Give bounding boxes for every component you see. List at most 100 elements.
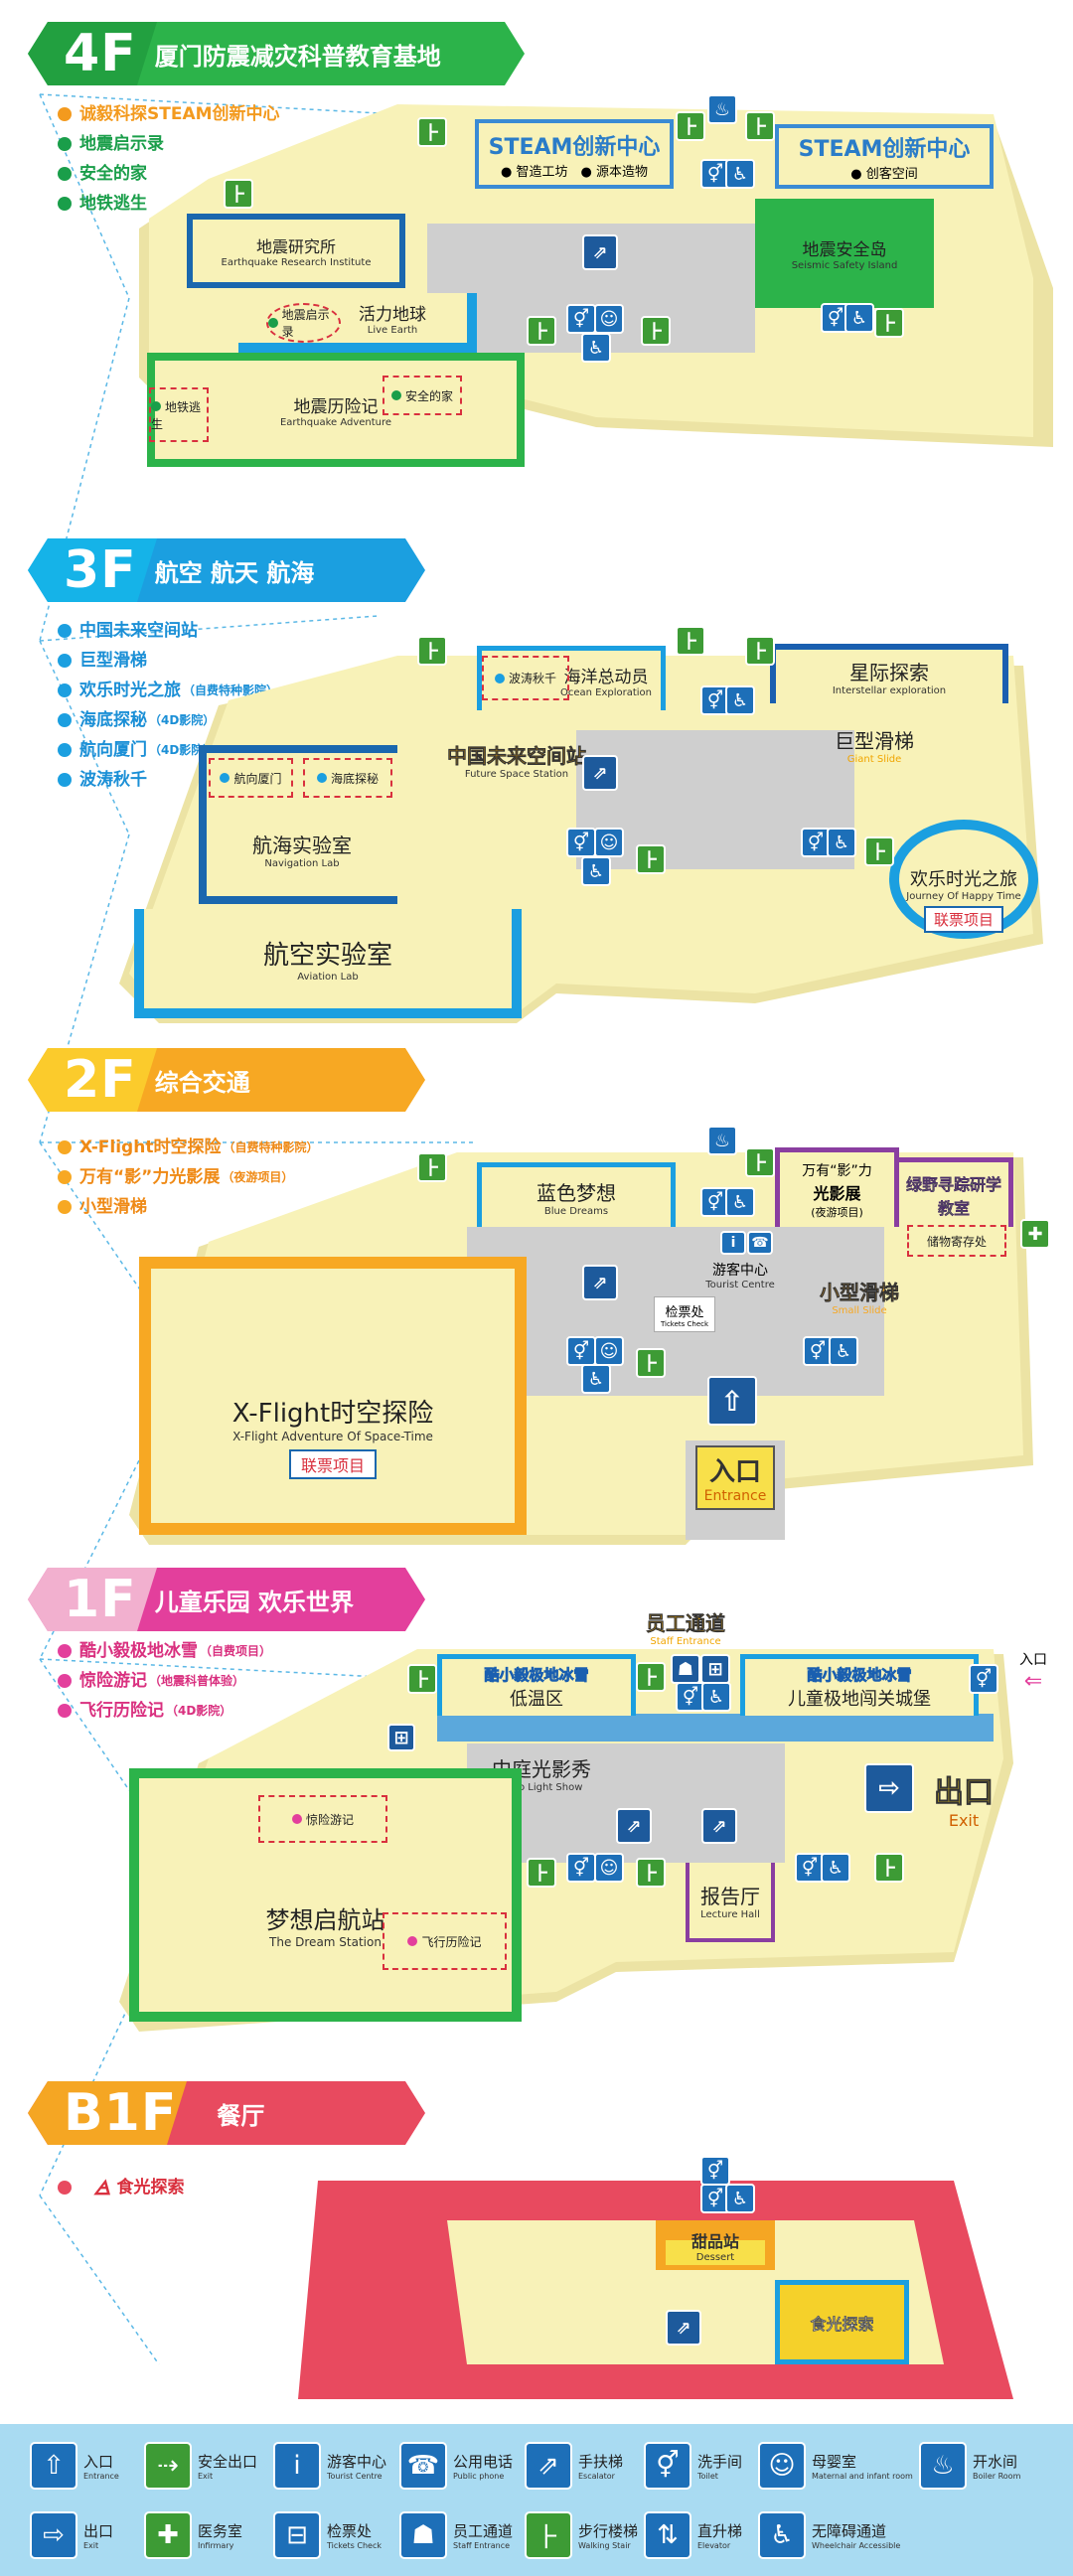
room-research-institute[interactable]: 地震研究所 Earthquake Research Institute	[187, 214, 405, 288]
room-science-class[interactable]: 绿野寻踪研学教室	[899, 1157, 1013, 1227]
stair-icon[interactable]: ⺊	[745, 1147, 775, 1177]
room-future-space-station[interactable]: 中国未来空间站 Future Space Station	[447, 744, 587, 780]
escalator-icon[interactable]: ⇗	[582, 1265, 618, 1300]
toilet-icon[interactable]: ⚥	[821, 303, 850, 333]
wheelchair-icon[interactable]: ♿	[725, 159, 755, 189]
stair-icon[interactable]: ⺊	[636, 1662, 666, 1692]
toilet-icon[interactable]: ⚥	[566, 1853, 596, 1883]
infirmary-icon[interactable]: ✚	[1020, 1219, 1050, 1249]
feature-item[interactable]: 中国未来空间站	[58, 616, 278, 646]
feature-item[interactable]: 小型滑梯	[58, 1192, 318, 1222]
room-kids-castle[interactable]: 酷小毅极地冰雪 儿童极地闯关城堡	[740, 1654, 979, 1716]
stair-icon[interactable]: ⺊	[417, 117, 447, 147]
room-steam-right[interactable]: STEAM创新中心 ● 创客空间	[775, 124, 994, 189]
escalator-icon[interactable]: ⇗	[582, 234, 618, 270]
quake-revelation-spot[interactable]: 地震启示录	[266, 303, 341, 343]
stair-icon[interactable]: ⺊	[636, 844, 666, 874]
flight-adventure-spot[interactable]: 飞行历险记	[383, 1912, 507, 1970]
room-dessert[interactable]: 甜品站 Dessert	[690, 2231, 739, 2263]
toilet-icon[interactable]: ⚥	[676, 1682, 705, 1712]
room-aviation-lab[interactable]: 航空实验室 Aviation Lab	[134, 909, 522, 1018]
room-interstellar[interactable]: 星际探索 Interstellar exploration	[770, 644, 1008, 703]
phone-icon[interactable]: ☎	[747, 1231, 773, 1255]
swing-spot[interactable]: 波涛秋千	[482, 656, 569, 700]
feature-item[interactable]: 飞行历险记（4D影院）	[58, 1696, 271, 1726]
staff-icon[interactable]: ⊞	[700, 1654, 730, 1684]
stair-icon[interactable]: ⺊	[224, 179, 253, 209]
room-giant-slide[interactable]: 巨型滑梯 Giant Slide	[835, 729, 914, 765]
info-icon[interactable]: i	[720, 1231, 746, 1255]
stair-icon[interactable]: ⺊	[417, 1152, 447, 1182]
stair-icon[interactable]: ⺊	[676, 111, 705, 141]
subway-escape-spot[interactable]: 地铁逃生	[149, 387, 209, 442]
room-food-explore[interactable]: 食光探索	[775, 2280, 909, 2364]
stair-icon[interactable]: ⺊	[745, 636, 775, 666]
side-entrance[interactable]: 入口 ⇐	[1019, 1651, 1047, 1694]
undersea-spot[interactable]: 海底探秘	[303, 758, 392, 798]
wheelchair-icon[interactable]: ♿	[725, 2184, 755, 2213]
thrill-journey-spot[interactable]: 惊险游记	[258, 1795, 387, 1843]
room-happy-time[interactable]: 欢乐时光之旅 Journey Of Happy Time 联票项目	[889, 854, 1038, 944]
wheelchair-icon[interactable]: ♿	[821, 1853, 850, 1883]
toilet-icon[interactable]: ⚥	[803, 1336, 833, 1366]
wheelchair-icon[interactable]: ♿	[581, 333, 611, 363]
stair-icon[interactable]: ⺊	[641, 316, 671, 346]
room-steam-left[interactable]: STEAM创新中心 ● 智造工坊 ● 源本造物	[475, 119, 674, 189]
tickets-check[interactable]: 检票处 Tickets Check	[654, 1296, 715, 1332]
stair-icon[interactable]: ⺊	[636, 1348, 666, 1378]
feature-item[interactable]: X-Flight时空探险（自费特种影院）	[58, 1133, 318, 1162]
feature-item[interactable]: 酷小毅极地冰雪（自费项目）	[58, 1636, 271, 1666]
feature-item[interactable]: 地震启示录	[58, 129, 280, 159]
stair-icon[interactable]: ⺊	[407, 1664, 437, 1694]
escalator-icon[interactable]: ⇗	[582, 755, 618, 791]
feature-item[interactable]: 万有“影”力光影展（夜游项目）	[58, 1162, 318, 1192]
toilet-icon[interactable]: ⚥	[566, 304, 596, 334]
boiler-icon[interactable]: ♨	[707, 1126, 737, 1155]
entrance-icon[interactable]: ⇧	[707, 1376, 757, 1426]
staff-icon[interactable]: ☗	[671, 1654, 700, 1684]
stair-icon[interactable]: ⺊	[745, 111, 775, 141]
escalator-icon[interactable]: ⇗	[701, 1808, 737, 1844]
stair-icon[interactable]: ⺊	[864, 836, 894, 866]
feature-item[interactable]: 航向厦门（4D影院）	[58, 735, 278, 765]
stair-icon[interactable]: ⺊	[874, 1853, 904, 1883]
wheelchair-icon[interactable]: ♿	[581, 856, 611, 886]
room-light-show[interactable]: 万有“影”力 光影展 (夜游项目)	[775, 1147, 899, 1227]
nursery-icon[interactable]: ☺	[594, 1853, 624, 1883]
room-small-slide[interactable]: 小型滑梯 Small Slide	[820, 1281, 900, 1316]
toilet-icon[interactable]: ⚥	[566, 1336, 596, 1366]
feature-item[interactable]: 巨型滑梯	[58, 646, 278, 676]
stair-icon[interactable]: ⺊	[417, 636, 447, 666]
room-navigation-lab[interactable]: 航海实验室 Navigation Lab	[199, 745, 397, 904]
toilet-icon[interactable]: ⚥	[700, 2156, 730, 2186]
stair-icon[interactable]: ⺊	[636, 1858, 666, 1888]
exit-sign[interactable]: 出口 Exit	[934, 1774, 995, 1830]
escalator-icon[interactable]: ⇗	[666, 2310, 701, 2346]
toilet-icon[interactable]: ⚥	[969, 1664, 998, 1694]
feature-item[interactable]: 波涛秋千	[58, 765, 278, 795]
feature-item[interactable]: 🜁食光探索	[58, 2173, 184, 2202]
nursery-icon[interactable]: ☺	[594, 1336, 624, 1366]
wheelchair-icon[interactable]: ♿	[581, 1364, 611, 1394]
entrance-sign[interactable]: 入口 Entrance	[695, 1445, 775, 1510]
wheelchair-icon[interactable]: ♿	[844, 303, 874, 333]
stair-icon[interactable]: ⺊	[527, 316, 556, 346]
boiler-icon[interactable]: ♨	[707, 94, 737, 124]
staff-entrance[interactable]: 员工通道 Staff Entrance	[646, 1610, 725, 1647]
staff-icon[interactable]: ⊞	[387, 1724, 415, 1751]
stair-icon[interactable]: ⺊	[874, 308, 904, 338]
room-dream-station[interactable]: 梦想启航站 The Dream Station	[129, 1768, 522, 2022]
stair-icon[interactable]: ⺊	[676, 626, 705, 656]
wheelchair-icon[interactable]: ♿	[829, 1336, 858, 1366]
room-lecture-hall[interactable]: 报告厅 Lecture Hall	[686, 1863, 775, 1942]
feature-item[interactable]: 安全的家	[58, 159, 280, 189]
wheelchair-icon[interactable]: ♿	[701, 1682, 731, 1712]
tourist-centre[interactable]: 游客中心 Tourist Centre	[705, 1262, 775, 1290]
feature-item[interactable]: 海底探秘（4D影院）	[58, 705, 278, 735]
safe-home-spot[interactable]: 安全的家	[383, 376, 462, 415]
room-seismic-safety-island[interactable]: 地震安全岛 Seismic Safety Island	[755, 199, 934, 308]
escalator-icon[interactable]: ⇗	[616, 1808, 652, 1844]
wheelchair-icon[interactable]: ♿	[827, 828, 856, 857]
room-blue-dreams[interactable]: 蓝色梦想 Blue Dreams	[477, 1162, 676, 1227]
room-earthquake-adventure[interactable]: 地震历险记 Earthquake Adventure	[147, 353, 525, 467]
